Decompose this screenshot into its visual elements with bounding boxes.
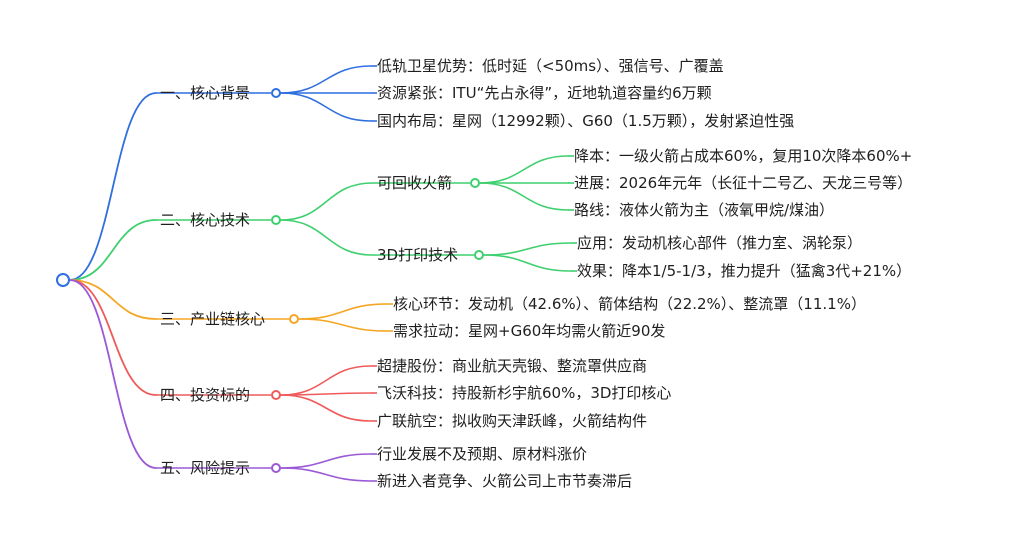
leaf-connector (280, 394, 372, 422)
branch-label-investment[interactable]: 四、投资标的 (160, 386, 251, 404)
branch-node-background[interactable] (271, 88, 281, 98)
leaf-connector (479, 155, 569, 184)
sub-branch-connector (280, 182, 373, 221)
leaf-label[interactable]: 行业发展不及预期、原材料涨价 (377, 445, 588, 463)
leaf-label[interactable]: 新进入者竞争、火箭公司上市节奏滞后 (377, 472, 633, 490)
leaf-connector (280, 65, 372, 94)
branch-connector (69, 279, 157, 396)
sub-branch-connector (280, 219, 373, 256)
leaf-label[interactable]: 进展：2026年元年（长征十二号乙、天龙三号等） (574, 174, 913, 192)
leaf-label[interactable]: 低轨卫星优势：低时延（<50ms）、强信号、广覆盖 (377, 57, 724, 75)
branch-label-technology[interactable]: 二、核心技术 (160, 211, 251, 229)
branch-label-industry-chain[interactable]: 三、产业链核心 (160, 310, 266, 328)
leaf-label[interactable]: 应用：发动机核心部件（推力室、涡轮泵） (577, 234, 863, 252)
leaf-label[interactable]: 路线：液体火箭为主（液氧甲烷/煤油） (574, 201, 835, 219)
leaf-connector (298, 318, 388, 332)
branch-label-risk[interactable]: 五、风险提示 (160, 459, 251, 477)
branch-connector (69, 279, 157, 320)
leaf-label[interactable]: 效果：降本1/5-1/3，推力提升（猛禽3代+21%） (577, 262, 912, 280)
branch-label-background[interactable]: 一、核心背景 (160, 84, 251, 102)
branch-node-investment[interactable] (271, 390, 281, 400)
leaf-label[interactable]: 国内布局：星网（12992颗）、G60（1.5万颗），发射紧迫性强 (377, 112, 795, 130)
branch-node-industry-chain[interactable] (289, 314, 299, 324)
leaf-connector (483, 242, 572, 256)
leaf-label[interactable]: 广联航空：拟收购天津跃峰，火箭结构件 (377, 412, 648, 430)
leaf-connector (483, 254, 572, 272)
leaf-connector (280, 92, 372, 122)
branch-connector (69, 92, 157, 281)
leaf-connector (479, 182, 569, 211)
sub-branch-label[interactable]: 3D打印技术 (377, 246, 459, 264)
leaf-connector (298, 303, 388, 320)
leaf-connector (280, 365, 372, 396)
sub-branch-node[interactable] (470, 178, 480, 188)
leaf-connector (280, 453, 372, 469)
leaf-connector (280, 467, 372, 482)
root-node[interactable] (56, 273, 70, 287)
branch-connector (69, 219, 157, 281)
leaf-label[interactable]: 超捷股份：商业航天壳锻、整流罩供应商 (377, 357, 648, 375)
branch-connector (69, 279, 157, 469)
sub-branch-label[interactable]: 可回收火箭 (377, 174, 453, 192)
branch-node-technology[interactable] (271, 215, 281, 225)
branch-node-risk[interactable] (271, 463, 281, 473)
leaf-label[interactable]: 核心环节：发动机（42.6%）、箭体结构（22.2%）、整流罩（11.1%） (393, 295, 866, 313)
leaf-label[interactable]: 降本：一级火箭占成本60%，复用10次降本60%+ (574, 147, 913, 165)
leaf-label[interactable]: 需求拉动：星网+G60年均需火箭近90发 (393, 322, 666, 340)
leaf-label[interactable]: 飞沃科技：持股新杉宇航60%，3D打印核心 (377, 384, 672, 402)
sub-branch-node[interactable] (474, 250, 484, 260)
leaf-label[interactable]: 资源紧张：ITU“先占永得”，近地轨道容量约6万颗 (377, 84, 712, 102)
